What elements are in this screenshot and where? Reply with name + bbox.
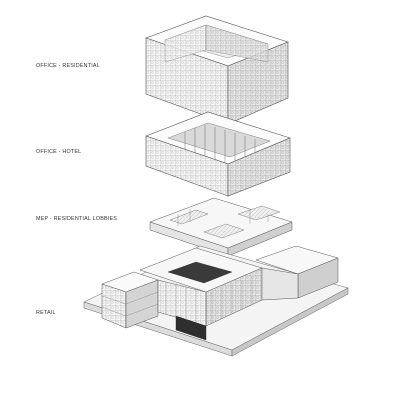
level-label-mep-residential-lobbies: MEP - RESIDENTIAL LOBBIES	[36, 216, 118, 222]
level-label-office-hotel: OFFICE - HOTEL	[36, 149, 82, 155]
retail-podium	[83, 245, 349, 357]
office-residential-block	[145, 15, 289, 125]
level-label-office-residential: OFFICE - RESIDENTIAL	[36, 63, 100, 69]
office-hotel-block	[145, 111, 291, 197]
level-label-retail: RETAIL	[36, 310, 56, 316]
mep-residential-lobbies-level	[149, 197, 293, 257]
